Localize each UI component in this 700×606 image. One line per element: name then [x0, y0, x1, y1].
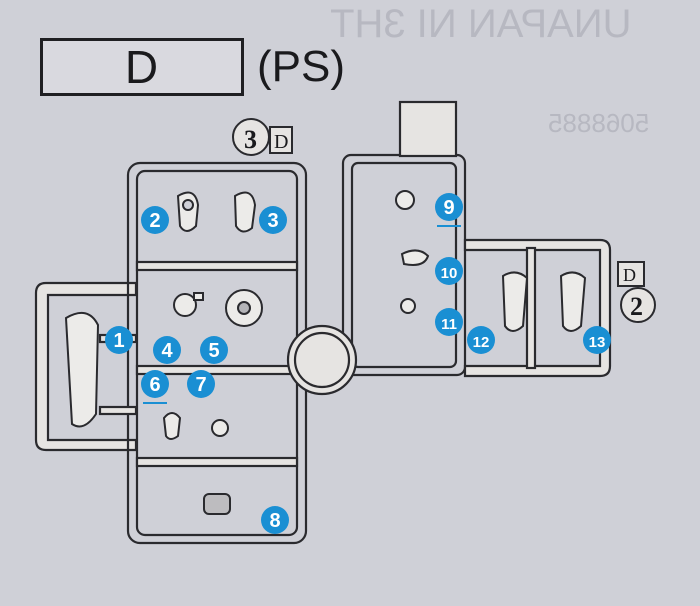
tag-2-group: D 2 [617, 261, 656, 323]
part-2-shape [176, 191, 200, 232]
part-2-marker [141, 206, 169, 234]
center-hub-inner [293, 331, 351, 389]
part-7-number: 7 [195, 374, 206, 396]
tag-2-letter: D [623, 265, 636, 285]
left-runner-h3 [135, 456, 299, 468]
part-6-shape [162, 412, 182, 440]
part-9-shape [395, 190, 415, 210]
part-5-marker [200, 336, 228, 364]
part-10-marker [435, 257, 463, 285]
left-gate-2 [98, 405, 138, 416]
left-runner-h1 [135, 260, 299, 272]
part-9-marker [435, 193, 463, 221]
part-12-number: 12 [473, 334, 490, 351]
part-6-number: 6 [149, 374, 160, 396]
part-10-number: 10 [441, 265, 458, 282]
part-shapes [64, 190, 587, 515]
tag-2-circle [620, 287, 656, 323]
part-3-shape [233, 191, 257, 233]
part-4-tab [193, 292, 204, 301]
sprue-material: (PS) [257, 42, 345, 91]
part-1-number: 1 [113, 330, 124, 352]
part-3-marker [259, 206, 287, 234]
part-13-number: 13 [589, 334, 606, 351]
sprue-letter: D [124, 41, 160, 93]
tag-3-group: 3 D [232, 118, 293, 156]
part-4-shape [173, 293, 197, 317]
part-2-ring [182, 199, 194, 211]
right-extension-runner [463, 238, 612, 378]
part-12-shape [501, 271, 529, 332]
tag-2-number: 2 [630, 292, 643, 321]
part-7-shape [211, 419, 229, 437]
right-top-gate [398, 100, 458, 158]
part-5-number: 5 [208, 340, 219, 362]
part-2-number: 2 [149, 210, 160, 232]
part-11-shape [400, 298, 416, 314]
tag-3-number: 3 [244, 125, 257, 154]
runner-frame [34, 100, 612, 545]
tag-3-letter: D [274, 131, 288, 153]
part-13-shape [559, 271, 587, 332]
part-9-number: 9 [443, 197, 454, 219]
part-11-marker [435, 308, 463, 336]
part-4-marker [153, 336, 181, 364]
part-1-marker [105, 326, 133, 354]
part-8-number: 8 [269, 510, 280, 532]
part-5-center [237, 301, 251, 315]
part-3-number: 3 [267, 210, 278, 232]
tag-2-box [617, 261, 645, 287]
part-4-number: 4 [161, 340, 173, 362]
part-13-marker [583, 326, 611, 354]
right-ext-divider-1 [525, 246, 537, 370]
part-10-shape [400, 249, 430, 266]
tag-3-box [269, 126, 293, 154]
part-8-marker [261, 506, 289, 534]
part-1-shape [64, 311, 100, 428]
part-7-marker [187, 370, 215, 398]
part-11-number: 11 [441, 316, 457, 333]
part-8-shape [203, 493, 231, 515]
sprue-label-box: D [40, 38, 244, 96]
part-6-marker [141, 370, 169, 398]
part-12-marker [467, 326, 495, 354]
